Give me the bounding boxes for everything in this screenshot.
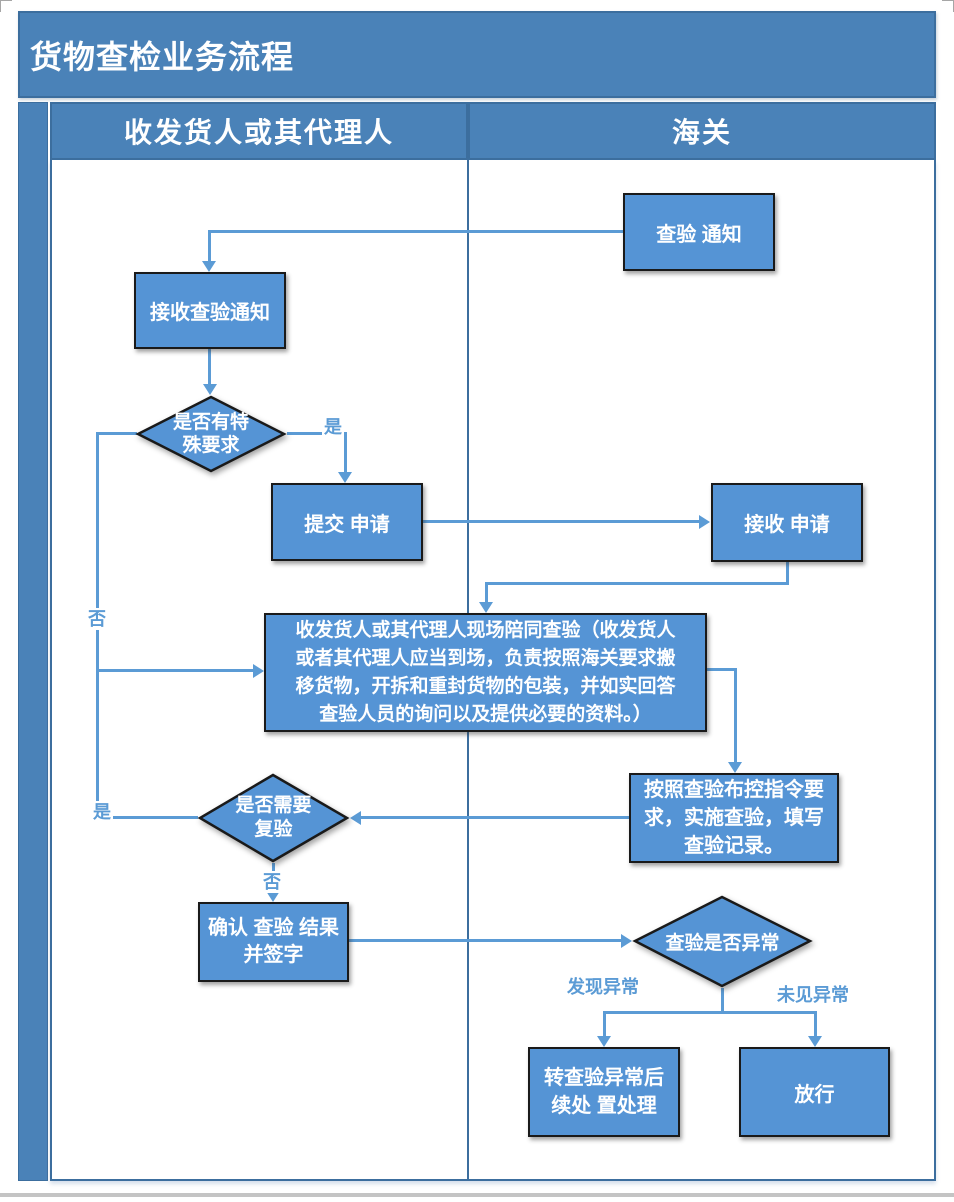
arrow-head <box>253 664 264 678</box>
connector-segment <box>287 432 346 435</box>
edge-label-no: 否 <box>261 871 283 893</box>
flow-node-label: 按照查验布控指令要 求，实施查验，填写 查验记录。 <box>644 779 824 857</box>
diamond-shape-icon <box>135 395 287 473</box>
chart-title-bar: 货物查检业务流程 <box>18 11 936 98</box>
flow-node-abnormal-followup: 转查验异常后 续处 置处理 <box>528 1047 680 1137</box>
arrow-head <box>266 891 280 902</box>
lane-header-consignor-label: 收发货人或其代理人 <box>123 117 394 148</box>
connector-segment <box>734 668 737 763</box>
connector-segment <box>603 1011 817 1014</box>
edge-label-yes: 是 <box>322 416 344 438</box>
edge-label-yes: 是 <box>91 801 113 823</box>
arrow-head <box>728 762 742 773</box>
edge-label-no: 否 <box>86 608 108 630</box>
chart-title: 货物查检业务流程 <box>30 38 295 75</box>
flow-node-receive-notice: 接收查验通知 <box>134 272 286 349</box>
lane-header-consignor: 收发货人或其代理人 <box>50 102 468 160</box>
flow-node-confirm-sign: 确认 查验 结果 并签字 <box>198 902 349 982</box>
flow-node-label: 确认 查验 结果 并签字 <box>207 917 340 966</box>
arrow-head <box>338 472 352 483</box>
arrow-head <box>699 515 710 529</box>
left-band <box>18 102 48 1181</box>
connector-segment <box>485 582 789 585</box>
connector-segment <box>96 816 198 819</box>
decision-label: 是否有特 殊要求 <box>172 412 249 456</box>
connector-segment <box>786 562 789 585</box>
flow-node-label: 查验 通知 <box>656 223 742 246</box>
connector-segment <box>721 988 724 1014</box>
arrow-head <box>350 811 361 825</box>
connector-segment <box>707 668 737 671</box>
diamond-shape-icon <box>632 895 813 988</box>
diamond-shape-icon <box>197 773 350 863</box>
arrow-head <box>597 1036 611 1047</box>
flow-node-label: 接收查验通知 <box>150 302 270 324</box>
decision-inspection-abnormal: 查验是否异常 <box>632 895 813 988</box>
arrow-head <box>479 602 493 613</box>
decision-label: 是否需要 复验 <box>235 795 312 840</box>
lane-header-customs: 海关 <box>468 102 936 160</box>
connector-segment <box>208 349 211 385</box>
flow-node-release: 放行 <box>739 1047 890 1137</box>
connector-segment <box>96 432 137 435</box>
edge-label-found-abnormal: 发现异常 <box>565 976 641 998</box>
flow-node-label: 接收 申请 <box>744 514 830 536</box>
page-bottom-edge <box>0 1193 954 1197</box>
flow-node-label: 转查验异常后 续处 置处理 <box>544 1067 664 1117</box>
connector-segment <box>485 582 488 603</box>
connector-segment <box>423 520 700 523</box>
lane-header-customs-label: 海关 <box>671 117 732 148</box>
decision-label: 查验是否异常 <box>665 933 780 954</box>
flow-node-receive-application: 接收 申请 <box>711 483 863 562</box>
flow-node-implement-inspection: 按照查验布控指令要 求，实施查验，填写 查验记录。 <box>629 773 839 863</box>
arrow-head <box>202 261 216 272</box>
flow-node-label: 提交 申请 <box>304 513 390 536</box>
flow-node-submit-application: 提交 申请 <box>271 483 423 561</box>
connector-segment <box>208 230 623 233</box>
connector-segment <box>96 669 253 672</box>
flow-node-label: 放行 <box>794 1083 835 1106</box>
edge-label-no-abnormal: 未见异常 <box>775 984 851 1006</box>
arrow-head <box>808 1036 822 1047</box>
flow-node-accompany-inspection: 收发货人或其代理人现场陪同查验（收发货人 或者其代理人应当到场，负责按照海关要求… <box>264 613 707 732</box>
connector-segment <box>603 1011 606 1037</box>
connector-segment <box>349 939 622 942</box>
arrow-head <box>621 934 632 948</box>
decision-need-reinspection: 是否需要 复验 <box>197 773 350 863</box>
flow-node-inspection-notice: 查验 通知 <box>623 193 775 271</box>
connector-segment <box>361 816 629 819</box>
connector-segment <box>344 432 347 473</box>
connector-segment <box>208 230 211 262</box>
flow-node-label: 收发货人或其代理人现场陪同查验（收发货人 或者其代理人应当到场，负责按照海关要求… <box>295 619 676 725</box>
connector-segment <box>814 1011 817 1037</box>
decision-special-requirements: 是否有特 殊要求 <box>135 395 287 473</box>
arrow-head <box>203 384 217 395</box>
